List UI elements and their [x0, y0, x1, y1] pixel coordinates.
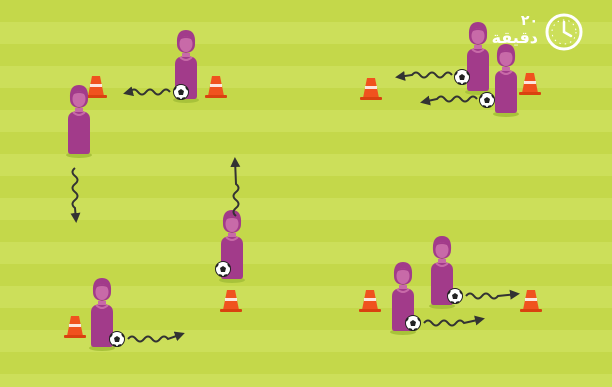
- ball-middle: [216, 262, 231, 277]
- dribble-arrow-bottom-right-1: [466, 294, 517, 299]
- ball-top-right-front: [480, 93, 495, 108]
- player-top-right-back: [465, 22, 491, 95]
- dribble-arrow-top-left: [126, 90, 170, 95]
- ball-top-right-back: [455, 70, 470, 85]
- dribble-arrow-top-right-2: [423, 97, 477, 103]
- dribble-arrow-middle-up: [234, 160, 239, 216]
- duration-badge: ٢٠ دقيقة: [518, 8, 608, 58]
- cone-top-left-right: [205, 76, 227, 98]
- cone-middle: [220, 290, 242, 312]
- duration-unit: دقيقة: [492, 28, 538, 48]
- dribble-arrow-bottom-left: [128, 334, 182, 342]
- cone-bottom-right-right: [520, 290, 542, 312]
- ball-bottom-right-front: [406, 316, 421, 331]
- dribble-arrow-left-down: [73, 168, 78, 220]
- cone-bottom-right-left: [359, 290, 381, 312]
- cone-top-left-left: [85, 76, 107, 98]
- player-top-right-front: [493, 44, 519, 117]
- cone-bottom-left: [64, 316, 86, 338]
- dribble-arrow-top-right-1: [398, 73, 452, 78]
- ball-bottom-right-back: [448, 289, 463, 304]
- clock-icon: [544, 12, 584, 52]
- ball-top-left: [174, 85, 189, 100]
- cone-top-right-left: [360, 78, 382, 100]
- cone-top-right-right: [519, 73, 541, 95]
- ball-bottom-left: [110, 332, 125, 347]
- duration-number: ٢٠: [521, 14, 538, 28]
- dribble-arrow-bottom-right-2: [424, 319, 482, 326]
